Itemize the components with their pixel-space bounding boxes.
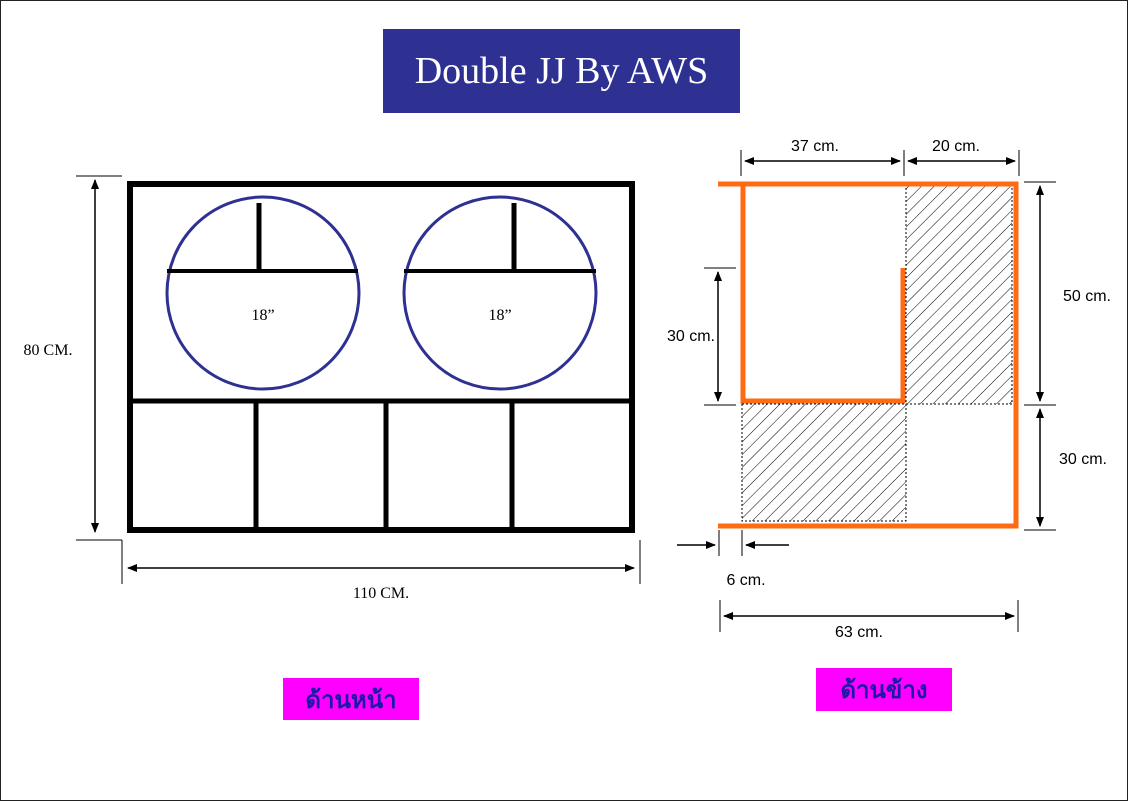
title-text: Double JJ By AWS [414,50,709,92]
front-height-label: 80 CM. [24,342,73,359]
front-height-dimension: 80 CM. [24,175,122,541]
side-right-upper-label: 50 cm. [1063,288,1111,305]
speaker-circle-1: 18” [165,195,361,391]
side-left-inner-label: 30 cm. [667,328,715,345]
hatched-area-lower-left [741,403,907,522]
speaker-size-label-2: 18” [488,307,511,324]
title-banner: Double JJ By AWS [383,29,740,113]
front-width-dimension: 110 CM. [121,540,641,602]
speaker-size-label-1: 18” [251,307,274,324]
side-port-gap-dimension: 6 cm. [677,530,789,589]
hatched-area-upper-right [905,185,1013,405]
side-top-left-label: 37 cm. [791,138,839,155]
front-view-caption-text: ด้านหน้า [305,685,397,714]
side-view-caption-text: ด้านข้าง [840,676,928,704]
front-view: 18” 18” 80 CM. 110 CM. [24,175,641,602]
side-right-lower-label: 30 cm. [1059,451,1107,468]
side-view: 37 cm. 20 cm. 50 cm. 30 cm. 30 cm. 6 c [667,138,1111,641]
side-top-dimension: 37 cm. 20 cm. [740,138,1020,176]
side-left-dimension: 30 cm. [667,267,736,406]
front-outer-panel [127,181,635,533]
front-width-label: 110 CM. [353,585,409,602]
side-top-right-label: 20 cm. [932,138,980,155]
side-enclosure-outline [718,181,1019,529]
speaker-circle-2: 18” [402,195,598,391]
side-view-caption: ด้านข้าง [816,668,952,711]
side-port-gap-label: 6 cm. [726,572,765,589]
side-bottom-total-label: 63 cm. [835,624,883,641]
side-right-dimension: 50 cm. 30 cm. [1024,181,1111,531]
side-inner-baffle [740,184,906,404]
side-bottom-dimension: 63 cm. [719,600,1019,641]
front-view-caption: ด้านหน้า [283,678,419,720]
